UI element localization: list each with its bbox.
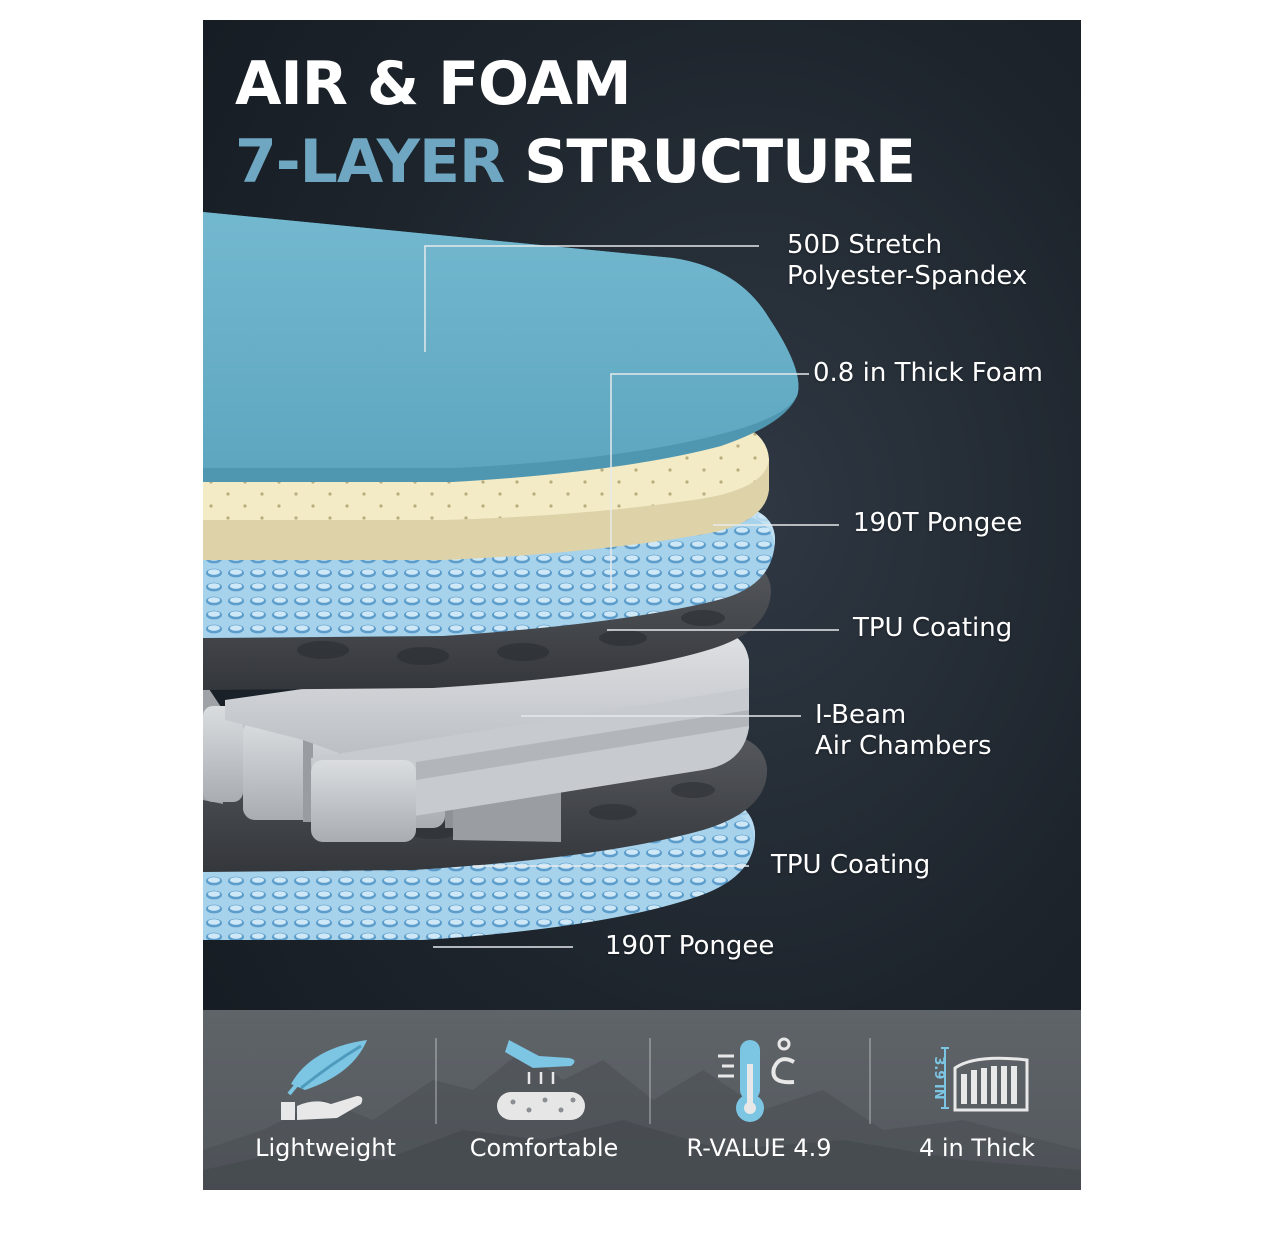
layer-label-pongee-bottom: 190T Pongee: [605, 931, 774, 962]
layer-label-line: 190T Pongee: [853, 508, 1023, 538]
feature-divider: [649, 1038, 651, 1124]
layer-label-line: Polyester-Spandex: [787, 261, 1028, 291]
layer-label-foam: 0.8 in Thick Foam: [813, 358, 1043, 389]
layer-label-line: I-Beam: [815, 700, 907, 730]
title-line-1: AIR & FOAM: [235, 49, 632, 119]
feature-thickness: 3.9 IN 4 in Thick: [873, 1010, 1081, 1190]
mountain-backdrop: [203, 1050, 1081, 1190]
feature-bar: Lightweight Comfortable: [203, 1010, 1081, 1190]
layer-label-pongee-top: 190T Pongee: [853, 508, 1022, 539]
layer-label-line: 0.8 in Thick Foam: [813, 358, 1043, 388]
feature-r-value: R-VALUE 4.9: [653, 1010, 865, 1190]
layer-label-line: 190T Pongee: [605, 931, 775, 961]
feature-comfortable-icon: [497, 1040, 585, 1120]
feature-r-value-label: R-VALUE 4.9: [686, 1134, 832, 1162]
feature-lightweight-label: Lightweight: [255, 1134, 396, 1162]
feature-comfortable: Comfortable: [439, 1010, 649, 1190]
title-accent: 7-LAYER: [235, 127, 505, 197]
feature-thickness-label: 4 in Thick: [918, 1134, 1036, 1162]
layer-illustration: [203, 212, 839, 948]
title-line-2: 7-LAYER STRUCTURE: [235, 132, 916, 192]
feature-divider: [435, 1038, 437, 1124]
layer-spandex: [203, 212, 799, 482]
layer-label-tpu-bottom: TPU Coating: [771, 850, 930, 881]
feature-lightweight-icon: [280, 1040, 367, 1120]
feature-thickness-icon: 3.9 IN: [931, 1047, 1029, 1112]
layer-label-tpu-top: TPU Coating: [853, 613, 1012, 644]
layer-label-line: 50D Stretch: [787, 230, 943, 260]
feature-divider: [869, 1038, 871, 1124]
feature-comfortable-label: Comfortable: [469, 1134, 619, 1162]
layer-label-line: TPU Coating: [771, 850, 931, 880]
layer-label-line: TPU Coating: [853, 613, 1013, 643]
layer-label-line: Air Chambers: [815, 731, 992, 761]
feature-thermometer-icon: [718, 1037, 795, 1122]
leader-lines: [424, 245, 839, 948]
thickness-badge: 3.9 IN: [931, 1056, 946, 1099]
feature-lightweight: Lightweight: [223, 1010, 428, 1190]
title-rest: STRUCTURE: [504, 127, 916, 197]
product-infographic: AIR & FOAM 7-LAYER STRUCTURE: [203, 20, 1081, 1190]
